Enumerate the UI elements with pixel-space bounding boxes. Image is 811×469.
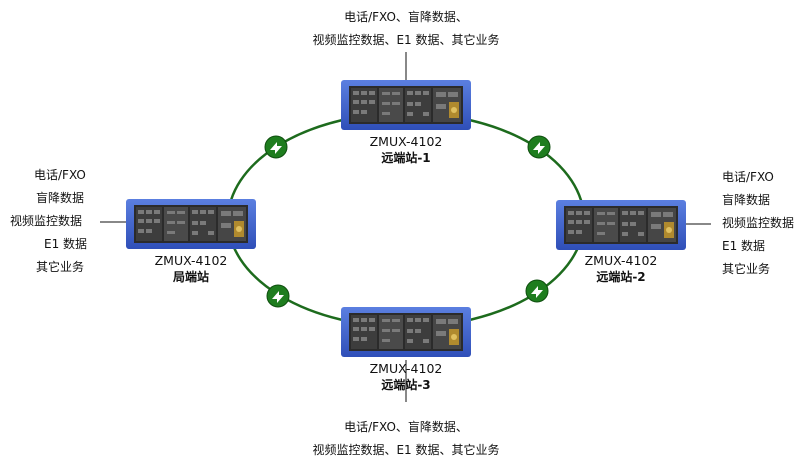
ring-connector-icon (527, 135, 551, 159)
top-services-label: 电话/FXO、盲降数据、 视频监控数据、E1 数据、其它业务 (281, 6, 531, 52)
ring-connector-icon (266, 284, 290, 308)
station-model: ZMUX-4102 (369, 361, 443, 376)
station-model: ZMUX-4102 (369, 134, 443, 149)
service-line: 电话/FXO (34, 168, 86, 182)
station-model: ZMUX-4102 (584, 253, 658, 268)
service-line: 盲降数据 (722, 193, 771, 207)
service-line: E1 数据 (722, 239, 766, 253)
station-role: 局端站 (172, 270, 209, 284)
station-model: ZMUX-4102 (154, 253, 228, 268)
ring-connector-icon (264, 135, 288, 159)
left-services-label: 电话/FXO 盲降数据 视频监控数据 E1 数据 其它业务 (10, 164, 100, 279)
service-line: 其它业务 (722, 262, 771, 276)
service-line: E1 数据 (44, 237, 88, 251)
left-station-label: ZMUX-4102 局端站 (121, 253, 261, 285)
service-line: 视频监控数据、E1 数据、其它业务 (312, 33, 500, 47)
service-line: 视频监控数据 (10, 214, 83, 228)
right-station-label: ZMUX-4102 远端站-2 (551, 253, 691, 285)
service-line: 视频监控数据、E1 数据、其它业务 (312, 443, 500, 457)
service-line: 电话/FXO (722, 170, 774, 184)
top-station-label: ZMUX-4102 远端站-1 (336, 134, 476, 166)
left-device-chassis-icon (126, 199, 256, 249)
right-services-label: 电话/FXO 盲降数据 视频监控数据 E1 数据 其它业务 (722, 166, 810, 281)
bottom-station-label: ZMUX-4102 远端站-3 (336, 361, 476, 393)
station-role: 远端站-3 (381, 378, 431, 392)
service-line: 其它业务 (36, 260, 85, 274)
bottom-services-label: 电话/FXO、盲降数据、 视频监控数据、E1 数据、其它业务 (281, 416, 531, 462)
bottom-device-chassis-icon (341, 307, 471, 357)
ring-connector-icon (525, 279, 549, 303)
service-line: 盲降数据 (36, 191, 85, 205)
service-line: 视频监控数据 (722, 216, 795, 230)
station-role: 远端站-1 (381, 151, 431, 165)
right-device-chassis-icon (556, 200, 686, 250)
service-line: 电话/FXO、盲降数据、 (344, 420, 468, 434)
station-role: 远端站-2 (596, 270, 646, 284)
service-line: 电话/FXO、盲降数据、 (344, 10, 468, 24)
top-device-chassis-icon (341, 80, 471, 130)
